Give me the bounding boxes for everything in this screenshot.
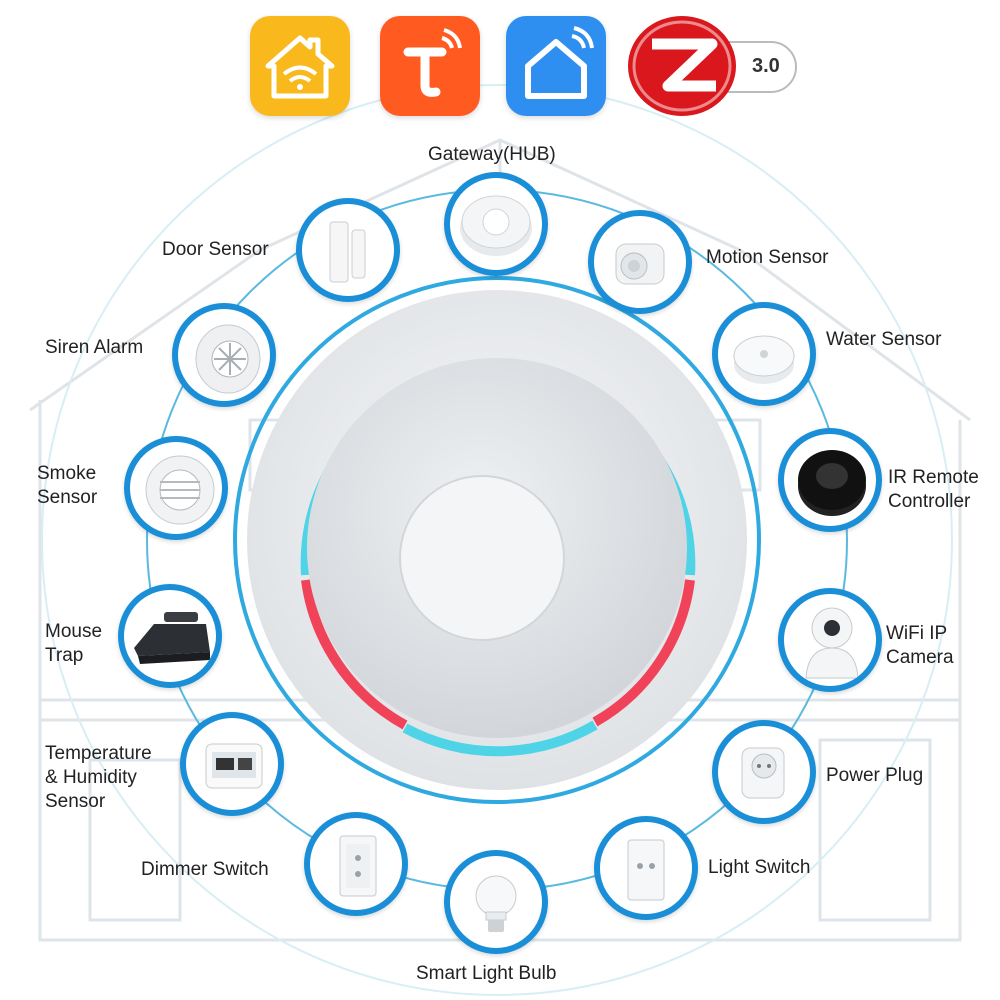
device-label-camera-line2: Camera [886, 647, 954, 668]
device-label-mouse: Mouse Trap [45, 620, 102, 668]
dimmer-switch-device [304, 812, 408, 916]
device-label-dimmer: Dimmer Switch [141, 859, 269, 880]
zigbee-version-label: 3.0 [752, 55, 780, 77]
water-sensor-device [712, 302, 816, 406]
device-label-switch: Light Switch [708, 857, 811, 878]
ir-remote-icon [798, 450, 866, 516]
gateway-hub-icon [460, 195, 532, 256]
temp-humidity-device [180, 712, 284, 816]
device-label-door: Door Sensor [162, 239, 269, 260]
device-label-temp: Temperature & Humidity Sensor [45, 742, 152, 814]
smart-life-app-icon [506, 16, 606, 116]
power-plug-device [712, 720, 816, 824]
device-label-bulb: Smart Light Bulb [416, 963, 557, 984]
device-label-camera: WiFi IP Camera [886, 622, 954, 670]
mouse-trap-device [118, 584, 222, 688]
smoke-sensor-device [124, 436, 228, 540]
light-switch-device [594, 816, 698, 920]
hub-label: Gateway(HUB) [428, 144, 556, 165]
power-plug-icon [741, 747, 785, 799]
device-label-smoke: Smoke Sensor [37, 462, 97, 510]
ir-remote-device [778, 428, 882, 532]
siren-alarm-device [172, 303, 276, 407]
device-label-mouse-line2: Trap [45, 645, 84, 666]
device-label-temp-line1: Temperature [45, 743, 152, 764]
door-sensor-device [296, 198, 400, 302]
door-sensor-icon [329, 221, 366, 283]
gateway-hub-device [444, 172, 548, 276]
wifi-camera-icon [805, 607, 859, 679]
tuya-app-icon [380, 16, 480, 116]
motion-sensor-icon [615, 243, 665, 285]
water-sensor-icon [733, 335, 795, 384]
device-label-camera-line1: WiFi IP [886, 623, 948, 644]
device-label-temp-line2: & Humidity [45, 767, 137, 788]
light-switch-icon [627, 839, 665, 901]
smoke-sensor-icon [145, 455, 215, 525]
device-label-smoke-line1: Smoke [37, 463, 97, 484]
device-label-ir: IR Remote Controller [888, 466, 979, 514]
wifi-camera-device [778, 588, 882, 692]
zigbee-logo-icon [628, 16, 797, 116]
device-label-ir-line2: Controller [888, 491, 971, 512]
temp-humidity-icon [205, 743, 263, 789]
smart-bulb-icon [475, 875, 517, 932]
home-wifi-app-icon [250, 16, 350, 116]
device-label-plug: Power Plug [826, 765, 924, 786]
device-label-mouse-line1: Mouse [45, 621, 103, 642]
device-label-smoke-line2: Sensor [37, 487, 98, 508]
device-label-siren: Siren Alarm [45, 337, 144, 358]
smart-bulb-device [444, 850, 548, 954]
device-label-water: Water Sensor [826, 329, 942, 350]
siren-alarm-icon [195, 324, 261, 394]
mouse-trap-icon [134, 612, 210, 664]
motion-sensor-device [588, 210, 692, 314]
dimmer-switch-icon [339, 835, 377, 897]
device-label-temp-line3: Sensor [45, 791, 106, 812]
device-label-ir-line1: IR Remote [888, 467, 979, 488]
device-label-motion: Motion Sensor [706, 247, 829, 268]
